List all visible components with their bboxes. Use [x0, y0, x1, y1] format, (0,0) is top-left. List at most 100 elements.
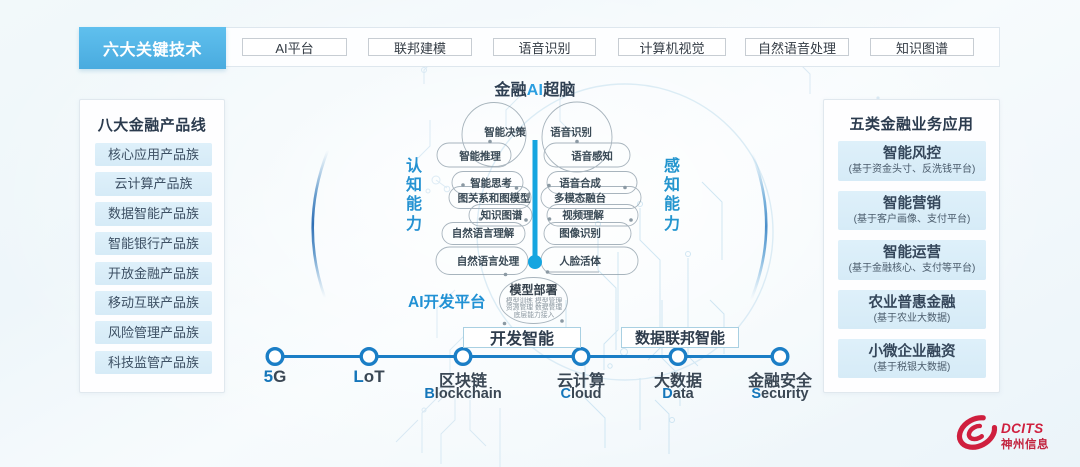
bubble-left: 智能决策 [484, 126, 526, 138]
business-app-item: 智能风控 (基于资金头寸、反洗钱平台) [838, 141, 986, 181]
bubble-left: 智能推理 [459, 150, 501, 162]
active-tab-button[interactable]: 六大关键技术 [79, 27, 226, 69]
product-line-item: 风险管理产品族 [95, 320, 212, 345]
timeline-rest: lockchain [434, 386, 502, 402]
bubble-right: 语音识别 [550, 126, 592, 138]
bubble-left: 智能思考 [470, 177, 512, 189]
right-panel-title: 五类金融业务应用 [849, 116, 974, 133]
timeline-label-blockchain-cn: 区块链 [438, 373, 488, 390]
timeline-accent: L [353, 367, 364, 386]
business-app-item: 小微企业融资 (基于税银大数据) [838, 338, 986, 379]
dev-intelligence-box[interactable]: 开发智能 [463, 326, 581, 348]
business-app-subtitle: (基于税银大数据) [873, 361, 951, 373]
bubble-left: 知识图谱 [480, 209, 523, 222]
bubble-left: 自然语言理解 [451, 227, 515, 240]
timeline-rest: ata [672, 386, 694, 402]
product-line-item: 数据智能产品族 [95, 202, 212, 226]
business-app-item: 智能运营 (基于金融核心、支付等平台) [838, 240, 986, 280]
brain-trunk-dot [528, 255, 542, 269]
dcits-logo-icon [956, 415, 998, 450]
business-app-title: 智能风控 [883, 146, 941, 163]
timeline-accent: 5 [263, 367, 274, 386]
brain-title-accent: AI [526, 82, 544, 99]
data-federation-box[interactable]: 数据联邦智能 [621, 326, 739, 348]
model-deploy-details: 模型训练 模型管理 资源管理 数据管理 底层能力接入 [493, 297, 575, 319]
dcits-logo-text: DCITS [1001, 421, 1044, 436]
circuit-pattern-right [565, 181, 725, 454]
timeline-node-security [770, 347, 790, 367]
brain-title-prefix: 金融 [494, 82, 527, 99]
right-panel-business-apps: 五类金融业务应用 智能风控 (基于资金头寸、反洗钱平台) 智能营销 (基于客户画… [823, 99, 1000, 393]
model-deploy-line: 模型训练 模型管理 [505, 297, 563, 305]
timeline-label-security-en: Security [751, 386, 808, 402]
product-line-item: 科技监管产品族 [95, 350, 212, 375]
timeline-rest: ecurity [761, 386, 809, 402]
model-deploy-line: 底层能力接入 [513, 311, 555, 319]
bubble-left: 图关系和图模型 [457, 192, 531, 204]
background-sphere [476, 83, 774, 381]
business-app-title: 智能运营 [883, 245, 941, 262]
perception-ability-label: 感知能力 [663, 158, 680, 233]
product-line-item: 智能银行产品族 [95, 231, 212, 256]
timeline-accent: C [560, 386, 571, 402]
timeline-label-5g: 5G [264, 367, 287, 387]
timeline-node-cloud [571, 347, 591, 367]
timeline-accent: B [424, 386, 435, 402]
bubble-right: 人脸活体 [559, 255, 601, 267]
timeline-label-lot: LoT [353, 367, 384, 387]
dcits-logo-cn: 神州信息 [1001, 439, 1049, 451]
tab-knowledge-graph[interactable]: 知识图谱 [870, 38, 974, 56]
tab-speech-recognition[interactable]: 语音识别 [493, 38, 596, 56]
timeline-axis [265, 347, 790, 367]
tab-nlp[interactable]: 自然语音处理 [745, 38, 849, 56]
timeline-label-cloud-en: Cloud [560, 386, 601, 402]
bubble-right: 语音感知 [571, 150, 613, 162]
business-app-item: 农业普惠金融 (基于农业大数据) [838, 289, 986, 330]
tab-computer-vision[interactable]: 计算机视觉 [618, 38, 726, 56]
timeline-node-lot [359, 347, 379, 367]
timeline-node-blockchain [453, 347, 473, 367]
business-app-subtitle: (基于金融核心、支付等平台) [848, 263, 976, 275]
bubble-right: 图像识别 [559, 227, 601, 240]
product-line-item: 移动互联产品族 [95, 291, 212, 315]
business-app-subtitle: (基于资金头寸、反洗钱平台) [848, 164, 976, 176]
timeline-accent: S [751, 386, 762, 402]
bubble-left: 自然语言处理 [456, 255, 520, 267]
tab-ai-platform[interactable]: AI平台 [242, 38, 347, 56]
product-line-item: 开放金融产品族 [95, 261, 212, 285]
bubble-right: 语音合成 [559, 177, 601, 189]
timeline-label-cloud-cn: 云计算 [556, 373, 606, 390]
timeline-rest: oT [363, 367, 385, 386]
left-panel-product-lines: 八大金融产品线 核心应用产品族 云计算产品族 数据智能产品族 智能银行产品族 开… [79, 99, 225, 393]
timeline-label-data-en: Data [662, 386, 693, 402]
right-brace-arc [749, 151, 768, 302]
business-app-title: 农业普惠金融 [868, 294, 956, 311]
business-app-item: 智能营销 (基于客户画像、支付平台) [838, 190, 986, 231]
timeline-label-security-cn: 金融安全 [747, 373, 813, 390]
cognitive-ability-label: 认知能力 [405, 158, 422, 233]
business-app-subtitle: (基于客户画像、支付平台) [853, 213, 971, 225]
business-app-subtitle: (基于农业大数据) [873, 312, 951, 324]
brain-title-suffix: 超脑 [543, 82, 576, 99]
timeline-rest: loud [570, 386, 602, 402]
ai-dev-platform-label: AI开发平台 [408, 294, 486, 311]
timeline-node-data [668, 347, 688, 367]
bubble-right: 视频理解 [562, 209, 604, 222]
left-brace-arc [311, 148, 330, 300]
tab-federated-modeling[interactable]: 联邦建模 [368, 38, 472, 56]
left-panel-title: 八大金融产品线 [97, 117, 207, 134]
brain-outline [435, 101, 642, 324]
business-app-title: 小微企业融资 [868, 343, 956, 360]
bubble-right: 多模态融台 [554, 192, 606, 204]
model-deploy-line: 资源管理 数据管理 [505, 304, 563, 312]
timeline-label-blockchain-en: Blockchain [424, 386, 501, 402]
model-deploy-title: 模型部署 [509, 283, 558, 297]
product-line-item: 核心应用产品族 [95, 142, 212, 167]
timeline-accent: D [662, 386, 673, 402]
timeline-node-5g [265, 347, 285, 367]
product-line-item: 云计算产品族 [95, 172, 212, 196]
timeline-rest: G [273, 367, 287, 386]
business-app-title: 智能营销 [883, 195, 941, 212]
